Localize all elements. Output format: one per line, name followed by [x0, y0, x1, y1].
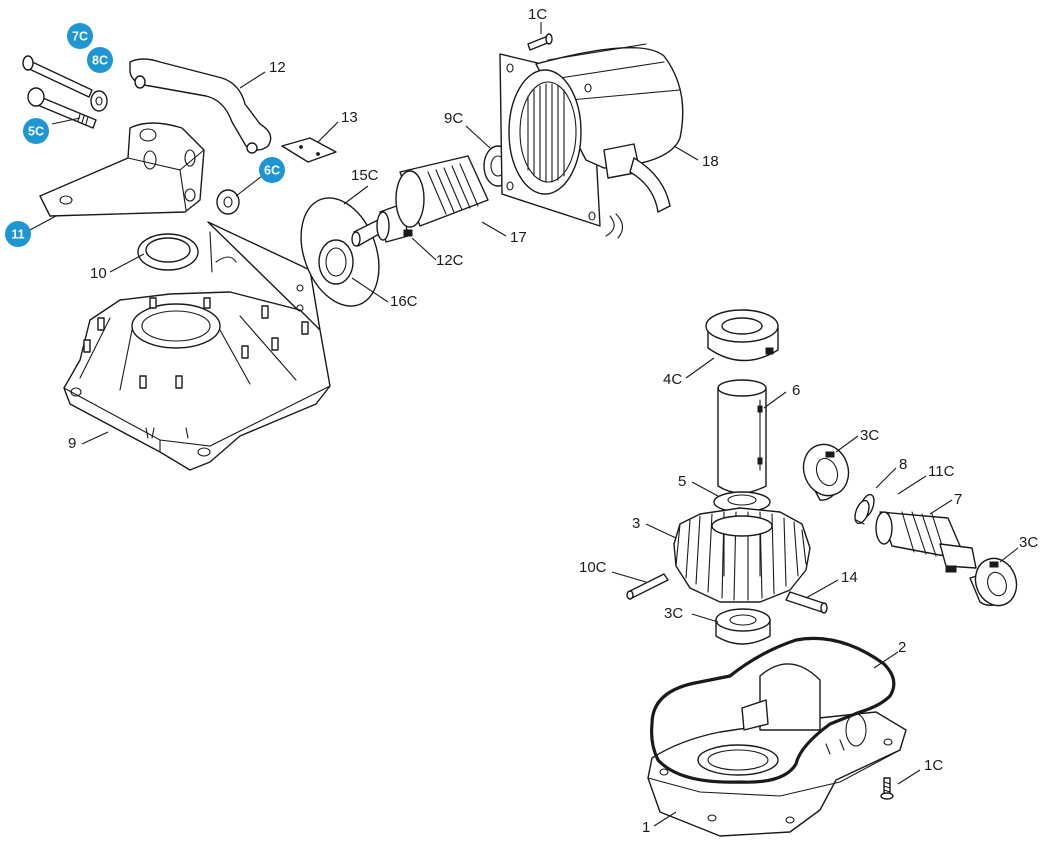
- worm-7: [875, 511, 977, 573]
- motor-18: [499, 43, 684, 239]
- badge-7c[interactable]: 7C: [67, 23, 93, 49]
- label-9c: 9C: [444, 110, 463, 127]
- rotor-17: [351, 155, 489, 247]
- seal-16c: [318, 239, 354, 285]
- badge-7c-text: 7C: [72, 30, 88, 44]
- label-4c: 4C: [663, 371, 682, 388]
- seal-10: [137, 233, 199, 271]
- pin-10c: [626, 573, 669, 600]
- shaft-6: [717, 379, 767, 494]
- bracket-11: [39, 122, 205, 217]
- label-3c-b: 3C: [1019, 534, 1038, 551]
- badges: 7C 8C 5C 6C 11: [5, 23, 285, 247]
- screw-1c-top: [527, 33, 553, 51]
- label-3: 3: [632, 515, 640, 532]
- label-1: 1: [642, 819, 650, 836]
- badge-11-text: 11: [11, 228, 24, 242]
- clip-11c: [854, 499, 870, 525]
- label-1c-bottom: 1C: [924, 757, 943, 774]
- label-3c-c: 3C: [664, 605, 683, 622]
- label-2: 2: [898, 639, 906, 656]
- arm-12: [129, 58, 272, 154]
- badge-6c-text: 6C: [264, 164, 280, 178]
- label-14: 14: [841, 569, 858, 586]
- badge-5c-circle: [23, 118, 49, 144]
- label-1c-top: 1C: [528, 6, 547, 23]
- bolt-7c: [22, 55, 93, 98]
- badge-11[interactable]: 11: [5, 221, 31, 247]
- label-5: 5: [678, 473, 686, 490]
- housing-1: [647, 663, 907, 837]
- label-3c-a: 3C: [860, 427, 879, 444]
- shaft-14: [785, 591, 828, 614]
- label-18: 18: [702, 153, 719, 170]
- badge-5c-text: 5C: [28, 125, 44, 139]
- screw-1c-bottom: [880, 777, 894, 800]
- washer-8c: [90, 90, 108, 112]
- label-12c: 12C: [436, 252, 464, 269]
- label-8: 8: [899, 456, 907, 473]
- label-10c: 10C: [579, 559, 607, 576]
- badge-11-circle: [5, 221, 31, 247]
- badge-8c[interactable]: 8C: [87, 47, 113, 73]
- label-13: 13: [341, 109, 358, 126]
- collar-3c-a: [802, 443, 850, 501]
- housing-9: [63, 221, 331, 471]
- collar-3c-c: [715, 608, 771, 645]
- bolt-5c: [27, 87, 97, 129]
- label-12: 12: [269, 59, 286, 76]
- label-6: 6: [792, 382, 800, 399]
- label-17: 17: [510, 229, 527, 246]
- badge-8c-circle: [87, 47, 113, 73]
- label-11c: 11C: [928, 463, 955, 480]
- label-16c: 16C: [390, 293, 418, 310]
- badge-6c-circle: [259, 157, 285, 183]
- gasket-2: [650, 636, 896, 784]
- nut-6c: [216, 189, 240, 215]
- part-number-labels: 1C 12 13 9C 15C 18 17 12C 16C 10 9 4C 6 …: [68, 6, 1038, 836]
- badge-6c[interactable]: 6C: [259, 157, 285, 183]
- label-7: 7: [954, 491, 962, 508]
- leader-lines: [29, 22, 1019, 827]
- badge-7c-circle: [67, 23, 93, 49]
- plate-13: [281, 137, 337, 163]
- label-15c: 15C: [351, 167, 379, 184]
- label-9: 9: [68, 435, 76, 452]
- badge-5c[interactable]: 5C: [23, 118, 49, 144]
- gear-3: [673, 507, 811, 603]
- collar-3c-b: [969, 557, 1018, 607]
- collar-4c: [705, 309, 779, 362]
- label-10: 10: [90, 265, 107, 282]
- badge-8c-text: 8C: [92, 54, 108, 68]
